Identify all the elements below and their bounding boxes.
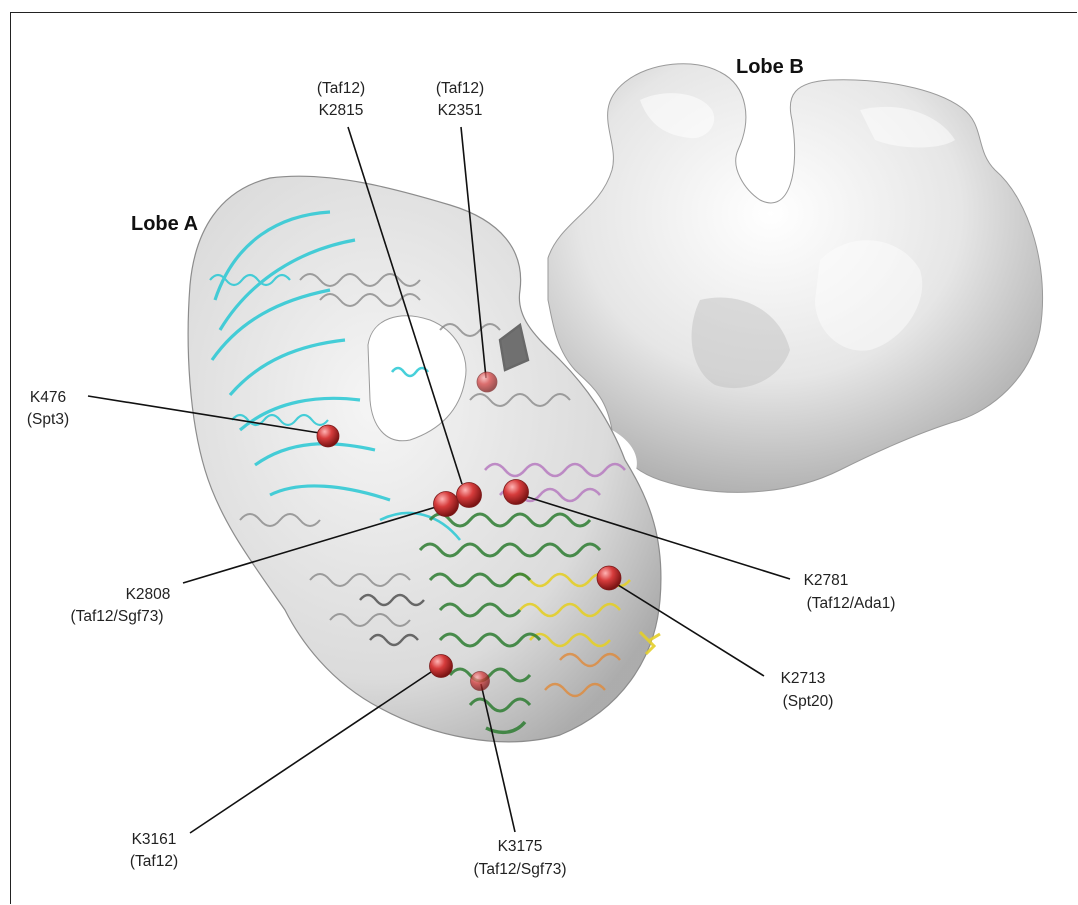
site-label-line: (Taf12) [436,80,484,97]
sphere-k3175 [471,672,490,691]
site-label-line: K2713 [781,670,826,687]
site-label-line: (Taf12/Sgf73) [70,608,163,625]
sphere-k2781 [504,480,529,505]
site-label-k2815: (Taf12) K2815 [317,80,365,119]
sphere-k476 [317,425,339,447]
site-label-line: (Taf12/Ada1) [807,595,896,612]
site-label-k476: K476 (Spt3) [27,389,69,428]
sphere-k3161 [430,655,453,678]
sphere-k2808 [434,492,459,517]
site-label-k3175: K3175 (Taf12/Sgf73) [473,838,566,878]
lobe-a-title: Lobe A [131,213,198,235]
site-label-line: K2781 [804,572,849,589]
site-label-line: (Taf12) [130,853,178,870]
site-label-line: K476 [30,389,66,406]
sphere-k2815 [457,483,482,508]
lobe-b-density [548,64,1043,493]
site-label-line: K2808 [126,586,171,603]
sphere-k2351 [477,372,497,392]
site-label-k3161: K3161 (Taf12) [130,831,178,870]
site-label-line: K2351 [438,102,483,119]
sphere-k2713 [597,566,621,590]
site-label-line: (Spt3) [27,411,69,428]
site-label-line: (Taf12/Sgf73) [473,861,566,878]
site-label-line: (Spt20) [783,693,834,710]
site-label-line: K2815 [319,102,364,119]
lobe-b-title: Lobe B [736,56,804,78]
site-label-line: (Taf12) [317,80,365,97]
site-label-k2781: K2781 (Taf12/Ada1) [804,572,896,612]
site-label-k2713: K2713 (Spt20) [781,670,834,710]
site-label-k2351: (Taf12) K2351 [436,80,484,119]
site-label-line: K3175 [498,838,543,855]
leader-k3161 [190,666,440,833]
site-label-line: K3161 [132,831,177,848]
site-label-k2808: K2808 (Taf12/Sgf73) [70,586,170,625]
